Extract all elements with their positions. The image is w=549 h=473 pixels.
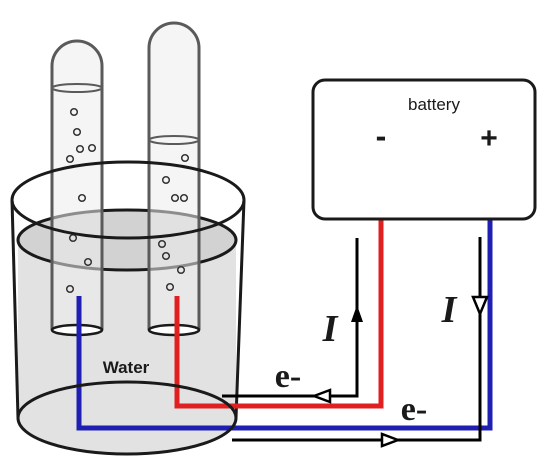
- test-tube-right: [147, 21, 201, 337]
- electron-label-right: e-: [401, 391, 427, 428]
- test-tube-left-gas-level: [51, 83, 103, 93]
- bubbles-left: [65, 107, 97, 294]
- beaker-rim: [10, 160, 246, 240]
- battery-positive-terminal: +: [480, 122, 498, 155]
- test-tube-left-glass: [50, 39, 104, 330]
- test-tube-right-gas-level: [148, 135, 200, 145]
- arrow-right-icon: [380, 432, 402, 448]
- positive-wire: [76, 163, 493, 431]
- arrow-down-icon: [471, 295, 489, 318]
- current-path-negative: [222, 238, 359, 398]
- arrow-up-icon: [351, 305, 363, 322]
- battery-label: battery: [408, 95, 460, 114]
- beaker-bottom: [16, 380, 238, 456]
- current-label-right: I: [441, 289, 458, 331]
- arrow-left-icon: [310, 388, 332, 404]
- test-tube-right-mouth: [147, 323, 201, 337]
- current-label-left: I: [322, 308, 339, 350]
- battery: battery - +: [311, 78, 537, 221]
- test-tube-right-glass: [147, 21, 201, 330]
- battery-body: [311, 78, 537, 221]
- bubbles-right: [157, 153, 190, 292]
- beaker-wall-left: [10, 199, 20, 419]
- battery-negative-terminal: -: [376, 118, 387, 154]
- wires: [76, 163, 493, 431]
- water-label: Water: [103, 358, 150, 377]
- beaker-outline: [10, 160, 246, 419]
- negative-wire: [174, 174, 384, 409]
- current-path: [222, 237, 482, 442]
- beaker-wall-right: [234, 199, 246, 419]
- arrows: [310, 295, 489, 448]
- electron-label-left: e-: [275, 358, 301, 395]
- test-tube-left: [50, 39, 104, 337]
